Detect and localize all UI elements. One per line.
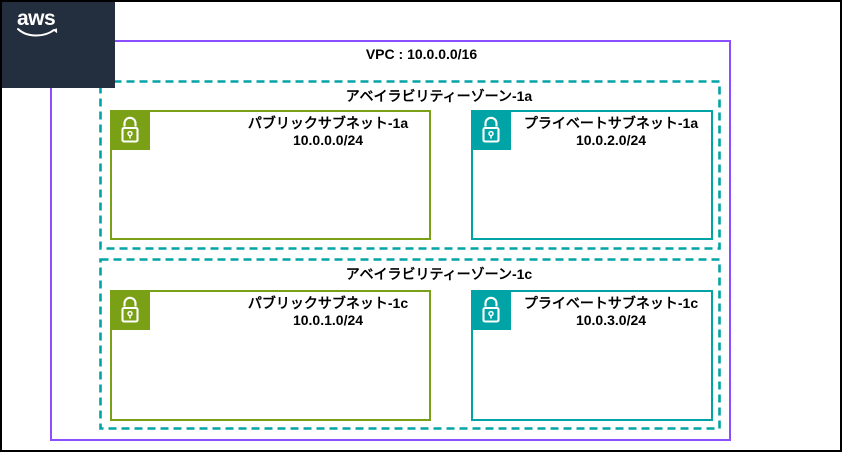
az-dashed-border	[99, 80, 721, 250]
aws-smile-icon	[17, 28, 58, 37]
subnet-cidr: 10.0.2.0/24	[575, 132, 647, 148]
subnet-name: プライベートサブネット-1a	[523, 115, 699, 131]
public-subnet-lock-icon	[110, 290, 150, 330]
availability-zone-1a: アベイラビリティーゾーン-1a パブリックサブネット-1a 10.0.0.0/2…	[99, 80, 721, 250]
subnet-private-1a: プライベートサブネット-1a 10.0.2.0/24	[471, 110, 713, 240]
private-subnet-lock-icon	[471, 110, 511, 150]
az-1a-label: アベイラビリティーゾーン-1a	[345, 88, 533, 104]
subnet-name: パブリックサブネット-1a	[247, 115, 409, 131]
subnet-cidr: 10.0.3.0/24	[575, 312, 647, 328]
subnet-name: プライベートサブネット-1c	[523, 295, 699, 311]
subnet-label: パブリックサブネット-1c 10.0.1.0/24	[112, 295, 429, 329]
subnet-name: パブリックサブネット-1c	[247, 295, 409, 311]
subnet-label: プライベートサブネット-1a 10.0.2.0/24	[473, 115, 711, 149]
aws-logo-badge: aws	[2, 2, 115, 88]
availability-zone-1c: アベイラビリティーゾーン-1c パブリックサブネット-1c 10.0.1.0/2…	[99, 258, 721, 430]
private-subnet-lock-icon	[471, 290, 511, 330]
az-1c-label: アベイラビリティーゾーン-1c	[345, 266, 533, 282]
subnet-public-1a: パブリックサブネット-1a 10.0.0.0/24	[110, 110, 431, 240]
az-dashed-border	[99, 258, 721, 430]
subnet-public-1c: パブリックサブネット-1c 10.0.1.0/24	[110, 290, 431, 421]
public-subnet-lock-icon	[110, 110, 150, 150]
subnet-cidr: 10.0.0.0/24	[292, 132, 364, 148]
subnet-private-1c: プライベートサブネット-1c 10.0.3.0/24	[471, 290, 713, 421]
vpc-container: VPC : 10.0.0.0/16 アベイラビリティーゾーン-1a パブリックサ…	[50, 40, 731, 441]
aws-logo-text: aws	[17, 7, 56, 30]
subnet-cidr: 10.0.1.0/24	[292, 312, 364, 328]
vpc-label: VPC : 10.0.0.0/16	[365, 46, 478, 62]
subnet-label: パブリックサブネット-1a 10.0.0.0/24	[112, 115, 429, 149]
subnet-label: プライベートサブネット-1c 10.0.3.0/24	[473, 295, 711, 329]
